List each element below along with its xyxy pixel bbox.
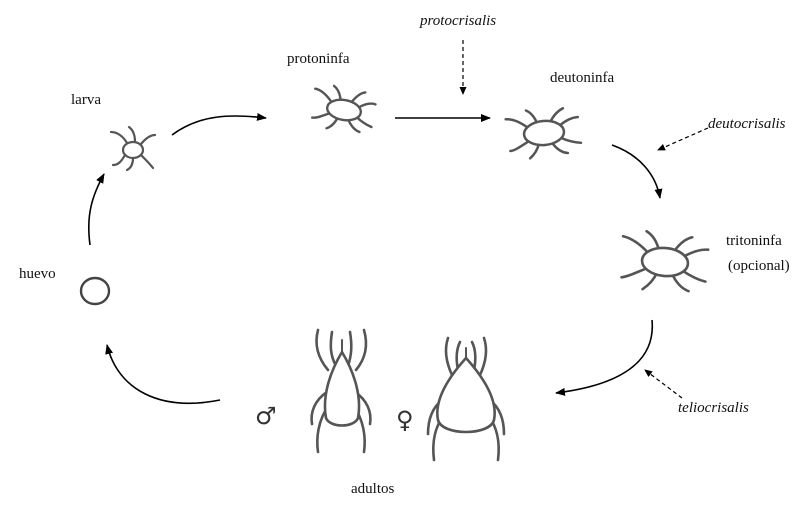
label-teliocrisalis: teliocrisalis <box>678 400 749 416</box>
adult-male-mite-icon <box>310 328 372 454</box>
label-larva: larva <box>71 92 101 108</box>
protoninfa-mite-icon <box>310 84 377 134</box>
label-protoninfa: protoninfa <box>287 51 350 67</box>
label-deutoninfa: deutoninfa <box>550 70 615 86</box>
arrow-teliocrisalis <box>644 369 683 399</box>
label-deutocrisalis: deutocrisalis <box>708 116 786 132</box>
arrow-adultos-to-huevo <box>105 344 221 404</box>
egg-icon <box>79 276 111 306</box>
tritoninfa-mite-icon <box>620 229 710 293</box>
female-symbol-icon: ♀ <box>396 406 414 434</box>
adult-female-mite-icon <box>426 336 506 462</box>
label-protocrisalis: protocrisalis <box>420 13 497 29</box>
arrow-larva-to-protoninfa <box>171 112 267 136</box>
arrow-deutocrisalis <box>657 127 709 151</box>
deutoninfa-mite-icon <box>504 107 583 160</box>
arrow-deutoninfa-to-tritoninfa <box>611 144 663 199</box>
arrow-huevo-to-larva <box>87 173 105 246</box>
male-symbol-icon: ♂ <box>255 402 277 430</box>
label-tritoninfa-note: (opcional) <box>728 258 790 274</box>
label-tritoninfa: tritoninfa <box>726 233 782 249</box>
arrow-tritoninfa-to-adultos <box>555 319 654 396</box>
label-huevo: huevo <box>19 266 56 282</box>
label-adultos: adultos <box>351 481 395 497</box>
larva-mite-icon <box>109 125 157 172</box>
